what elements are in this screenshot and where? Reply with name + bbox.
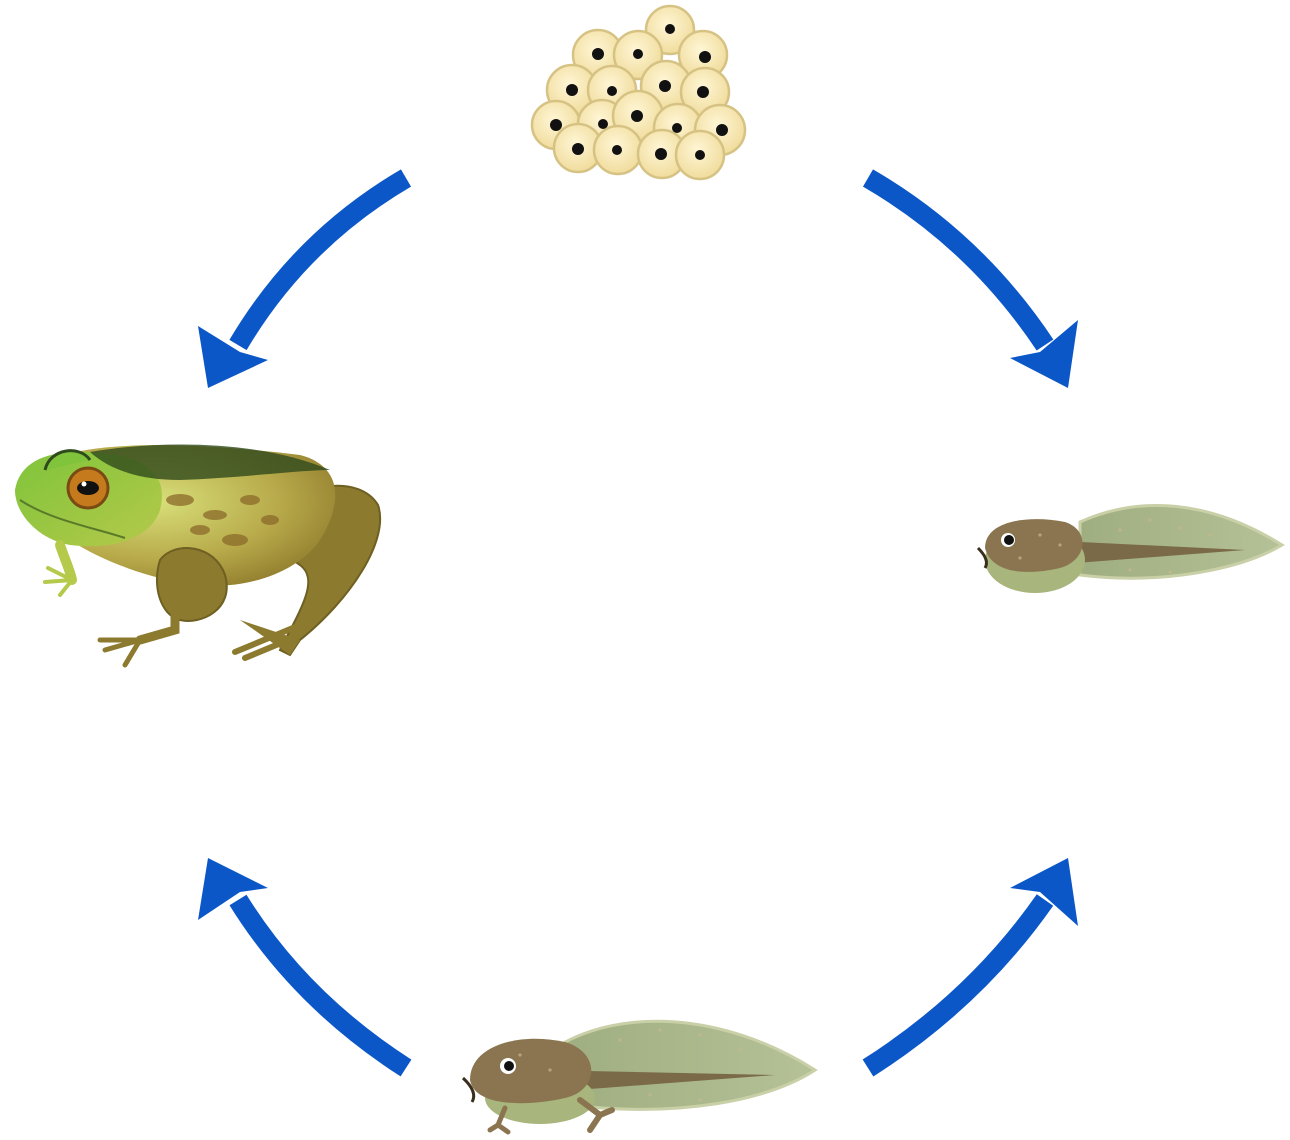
arrow-eggs-to-frog — [198, 169, 412, 388]
tadpole-with-legs-icon — [461, 1019, 818, 1135]
arrow-eggs-to-tadpole — [862, 169, 1078, 388]
arrow-tadpole-legs-to-frog — [198, 858, 412, 1077]
arrow-tadpole-legs-to-tadpole — [862, 858, 1078, 1077]
tadpole-icon — [976, 503, 1285, 593]
frog-spawn-icon — [530, 4, 747, 181]
frog-icon — [15, 444, 382, 668]
